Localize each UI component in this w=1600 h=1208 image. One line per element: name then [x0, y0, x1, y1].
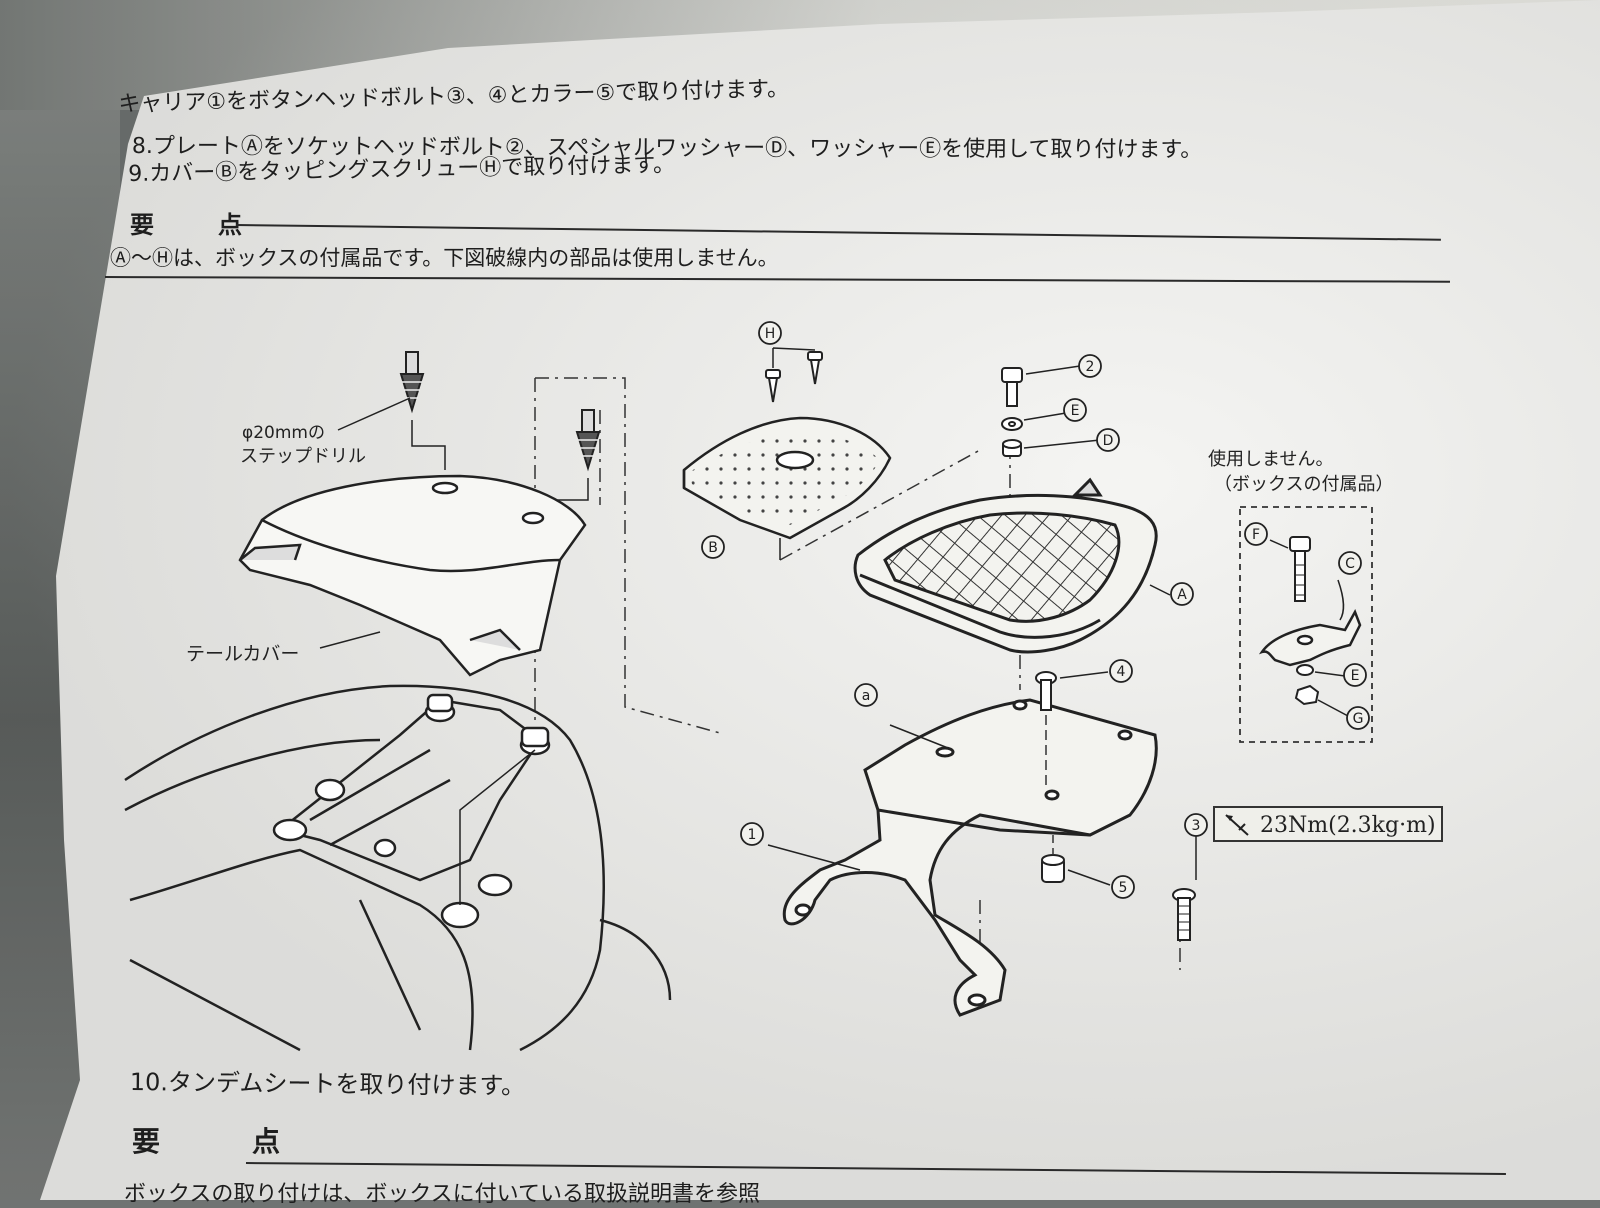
plate-a-part	[853, 477, 1158, 654]
nut-g	[1294, 684, 1320, 706]
tail-cover-part	[238, 474, 587, 677]
callout-f: F	[1252, 527, 1260, 543]
callout-5-circle	[1111, 875, 1135, 899]
callout-4-circle	[1109, 659, 1133, 683]
callout-a-circle	[1170, 582, 1194, 606]
torque-spec-box: 23Nm(2.3kg·m)	[1213, 806, 1443, 842]
callout-c-circle	[1338, 551, 1362, 575]
callout-e: E	[1071, 403, 1080, 419]
callout-1-circle	[740, 822, 764, 846]
bolt-f	[1289, 536, 1311, 602]
callout-d: D	[1103, 433, 1114, 449]
callout-b: B	[708, 540, 718, 556]
callout-h-circle	[758, 321, 782, 345]
callout-f-circle	[1244, 522, 1268, 546]
points-note-2: ボックスの取り付けは、ボックスに付いている取扱説明書を参照	[124, 1182, 761, 1207]
callout-3: 3	[1192, 818, 1201, 834]
callout-3-circle	[1184, 813, 1208, 837]
washer-e-unused	[1296, 664, 1314, 676]
callout-a: A	[1177, 587, 1187, 603]
button-head-bolt-4	[1035, 671, 1057, 711]
callout-1: 1	[748, 827, 757, 843]
callout-2: 2	[1086, 359, 1095, 375]
tapping-screw-h	[765, 351, 823, 403]
callout-a-small: a	[862, 688, 871, 704]
callout-e2: E	[1351, 668, 1360, 684]
unused-parts-box	[1239, 506, 1373, 743]
points-note-1: Ⓐ〜Ⓗは、ボックスの付属品です。下図破線内の部品は使用しません。	[110, 246, 779, 270]
callout-g: G	[1353, 711, 1364, 727]
step-drill-right	[575, 409, 601, 472]
callout-g-circle	[1346, 706, 1370, 730]
special-washer-d	[1002, 439, 1022, 457]
step-drill-left	[399, 351, 425, 414]
bracket-c	[1258, 609, 1362, 667]
callout-4: 4	[1117, 664, 1126, 680]
cover-b-part	[682, 416, 892, 540]
step-10-text: 10.タンデムシートを取り付けます。	[129, 1067, 526, 1101]
not-used-label-line2: （ボックスの付属品）	[1214, 474, 1393, 495]
callout-d-circle	[1096, 428, 1120, 452]
callout-e2-circle	[1343, 663, 1367, 687]
motorcycle-frame	[124, 684, 672, 1052]
callout-a-small-circle	[854, 683, 878, 707]
callout-2-circle	[1078, 354, 1102, 378]
washer-e	[1001, 417, 1023, 431]
callout-b-circle	[701, 535, 725, 559]
points-heading-1: 要 点	[130, 211, 262, 239]
callout-5: 5	[1119, 880, 1128, 896]
callout-e-circle	[1063, 398, 1087, 422]
callout-c: C	[1345, 556, 1355, 572]
button-head-bolt-3	[1172, 888, 1196, 941]
points-heading-2: 要 点	[132, 1125, 313, 1158]
collar-5	[1041, 854, 1065, 883]
drill-label-line2: ステップドリル	[240, 446, 366, 467]
socket-head-bolt-2	[1001, 367, 1023, 407]
tail-cover-label: テールカバー	[186, 643, 299, 665]
torque-wrench-icon	[1225, 814, 1249, 836]
torque-value: 23Nm(2.3kg·m)	[1260, 813, 1436, 838]
drill-label-line1: φ20mmの	[242, 423, 325, 443]
not-used-label-line1: 使用しません。	[1208, 449, 1333, 470]
callout-h: H	[765, 326, 776, 342]
carrier-1-part	[782, 698, 1158, 1017]
